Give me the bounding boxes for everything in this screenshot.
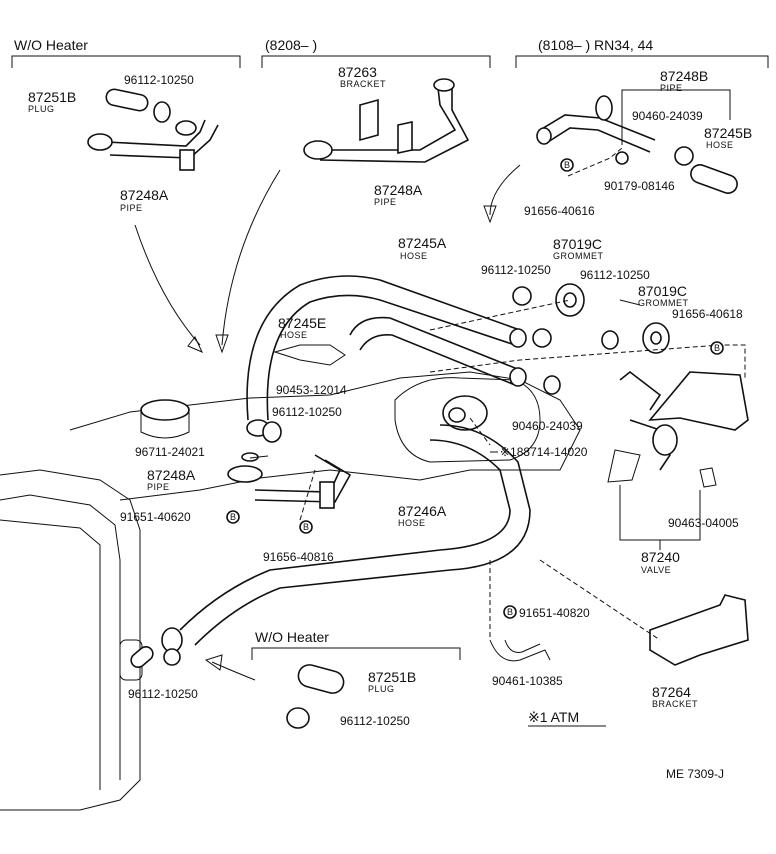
- label-96112-b: 96112-10250: [481, 263, 551, 277]
- label-188714: ※188714-14020: [500, 445, 588, 459]
- label-90461: 90461-10385: [492, 674, 563, 688]
- bolt-mark: B: [303, 522, 310, 532]
- label-96112-e: 96112-10250: [128, 687, 198, 701]
- label-87248a-a: 87248A: [120, 187, 169, 203]
- atm-note: ※1 ATM: [528, 709, 579, 725]
- label-87263-sub: BRACKET: [340, 79, 386, 89]
- label-87248a-c: 87248A: [147, 467, 196, 483]
- label-87248a-b: 87248A: [374, 182, 423, 198]
- label-90453-a: 90453-12014: [276, 383, 347, 397]
- plug-87251b-bottom: [286, 664, 345, 729]
- label-87248b: 87248B: [660, 68, 708, 84]
- label-87019c-b: 87019C: [638, 283, 687, 299]
- hose-87245e: [273, 316, 527, 387]
- label-87264-sub: BRACKET: [652, 699, 698, 709]
- section-bracket-wo-heater-bottom: W/O Heater: [251, 629, 461, 660]
- pipe-87248b-top-right: [536, 89, 738, 194]
- label-91651-b: 91651-40820: [519, 606, 590, 620]
- pipe-87248a-top-middle: [303, 78, 470, 163]
- section-bracket-8108: (8108– ) RN34, 44: [515, 37, 769, 68]
- arrow-group: [134, 164, 521, 681]
- part-labels: 87251B PLUG 96112-10250 87248A PIPE 8726…: [28, 64, 752, 781]
- label-87248a-c-sub: PIPE: [147, 482, 170, 492]
- label-87245b: 87245B: [704, 125, 752, 141]
- label-87246a: 87246A: [398, 503, 447, 519]
- label-87264: 87264: [652, 684, 691, 700]
- label-87240-sub: VALVE: [641, 565, 671, 575]
- pipe-87248a-top-left: [87, 88, 219, 171]
- label-87245e-sub: HOSE: [280, 330, 308, 340]
- section-label-8108: (8108– ) RN34, 44: [538, 37, 653, 53]
- label-87248a-a-sub: PIPE: [120, 203, 143, 213]
- label-96112-f: 96112-10250: [340, 714, 410, 728]
- pipe-87248a-middle: [227, 421, 352, 509]
- section-bracket-wo-heater-top: W/O Heater: [11, 37, 241, 68]
- label-87240: 87240: [641, 549, 680, 565]
- label-96112-a: 96112-10250: [124, 73, 194, 87]
- label-91656-c: 91656-40816: [263, 550, 334, 564]
- clip-90461: [489, 639, 551, 662]
- section-label-wo-heater-bottom: W/O Heater: [255, 629, 329, 645]
- label-87019c-a-sub: GROMMET: [553, 251, 604, 261]
- diagram-code: ME 7309-J: [666, 767, 724, 781]
- label-87263: 87263: [338, 64, 377, 80]
- label-87245e: 87245E: [278, 315, 326, 331]
- label-87251b-top-sub: PLUG: [28, 104, 55, 114]
- label-87248b-sub: PIPE: [660, 83, 683, 93]
- section-label-wo-heater-top: W/O Heater: [14, 37, 88, 53]
- label-91651-a: 91651-40620: [120, 510, 191, 524]
- label-90460-a: 90460-24039: [632, 109, 703, 123]
- label-87251b-top: 87251B: [28, 89, 76, 105]
- label-87019c-a: 87019C: [553, 236, 602, 252]
- bolt-mark: B: [507, 607, 514, 617]
- label-87251b-bottom: 87251B: [368, 669, 416, 685]
- label-87251b-bottom-sub: PLUG: [368, 684, 395, 694]
- bolt-markers: B B B B B: [226, 158, 724, 619]
- label-87246a-sub: HOSE: [398, 518, 426, 528]
- label-90463-b: 90463-04005: [668, 516, 739, 530]
- label-87248a-b-sub: PIPE: [374, 197, 397, 207]
- valve-87240: [607, 370, 749, 550]
- label-96112-c: 96112-10250: [580, 268, 650, 282]
- hose-87246a: [130, 424, 531, 669]
- radiator-outline: [0, 371, 581, 811]
- label-87245a: 87245A: [398, 235, 447, 251]
- label-90179: 90179-08146: [604, 179, 675, 193]
- label-91656-b: 91656-40618: [672, 307, 743, 321]
- bolt-mark: B: [564, 160, 571, 170]
- section-label-8208: (8208– ): [265, 37, 317, 53]
- bolt-mark: B: [714, 343, 721, 353]
- label-91656-a: 91656-40616: [524, 204, 595, 218]
- label-87245a-sub: HOSE: [400, 251, 428, 261]
- grommet-clamp-group: [512, 283, 670, 395]
- bolt-mark: B: [230, 512, 237, 522]
- bracket-87264: [649, 594, 749, 666]
- label-96112-d: 96112-10250: [272, 405, 342, 419]
- hose-87245a: [246, 275, 527, 437]
- label-90460-b: 90460-24039: [512, 419, 583, 433]
- label-96711: 96711-24021: [135, 445, 205, 459]
- label-87019c-b-sub: GROMMET: [638, 298, 689, 308]
- label-87245b-sub: HOSE: [706, 140, 734, 150]
- section-bracket-8208: (8208– ): [261, 37, 491, 68]
